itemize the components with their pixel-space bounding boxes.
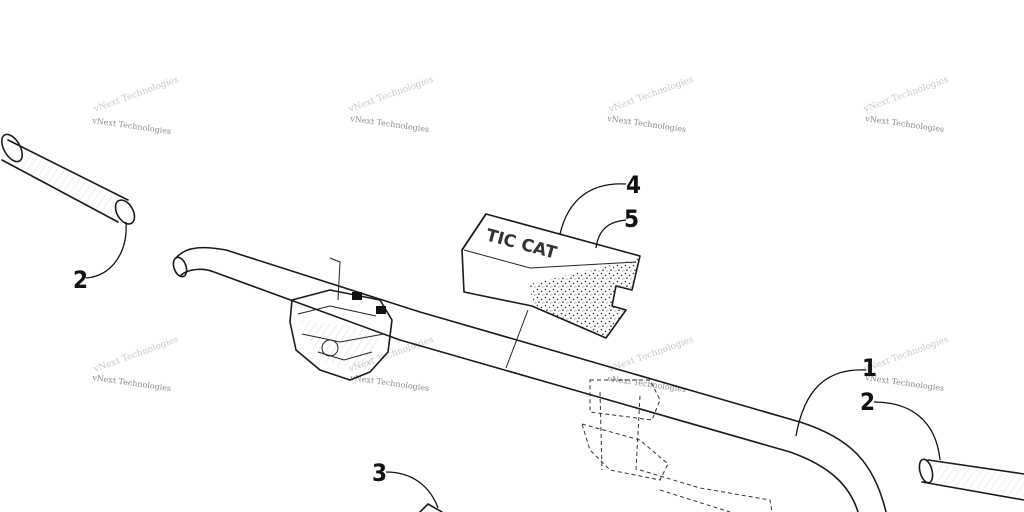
watermark-ghost: vNext Technologies — [347, 75, 436, 115]
watermark: vNext Technologies — [864, 114, 945, 134]
callout-grip-right: 2 — [860, 388, 875, 416]
callouts: 2 1 2 3 4 5 — [73, 171, 877, 487]
watermark: vNext Technologies — [91, 373, 172, 393]
handlebar-pad: TIC CAT — [461, 213, 641, 369]
callout-pad-cover: 4 — [626, 171, 641, 199]
callout-grip-left: 2 — [73, 266, 88, 294]
callout-pad-foam: 5 — [624, 205, 639, 233]
watermark-ghost: vNext Technologies — [607, 75, 696, 115]
handlebar — [172, 246, 887, 512]
watermark-ghost: vNext Technologies — [862, 75, 951, 115]
watermark: vNext Technologies — [606, 114, 687, 134]
throttle — [419, 503, 443, 512]
watermark-ghost: vNext Technologies — [92, 335, 181, 375]
left-grip — [0, 133, 136, 225]
watermark-ghost: vNext Technologies — [92, 75, 181, 115]
brake-assembly — [581, 379, 773, 512]
watermark: vNext Technologies — [349, 114, 430, 134]
leader-lines — [85, 183, 941, 509]
callout-throttle: 3 — [372, 459, 387, 487]
left-switch-assembly — [289, 257, 393, 381]
watermark: vNext Technologies — [91, 116, 172, 136]
right-grip — [918, 458, 1024, 501]
callout-handlebar: 1 — [862, 354, 877, 382]
